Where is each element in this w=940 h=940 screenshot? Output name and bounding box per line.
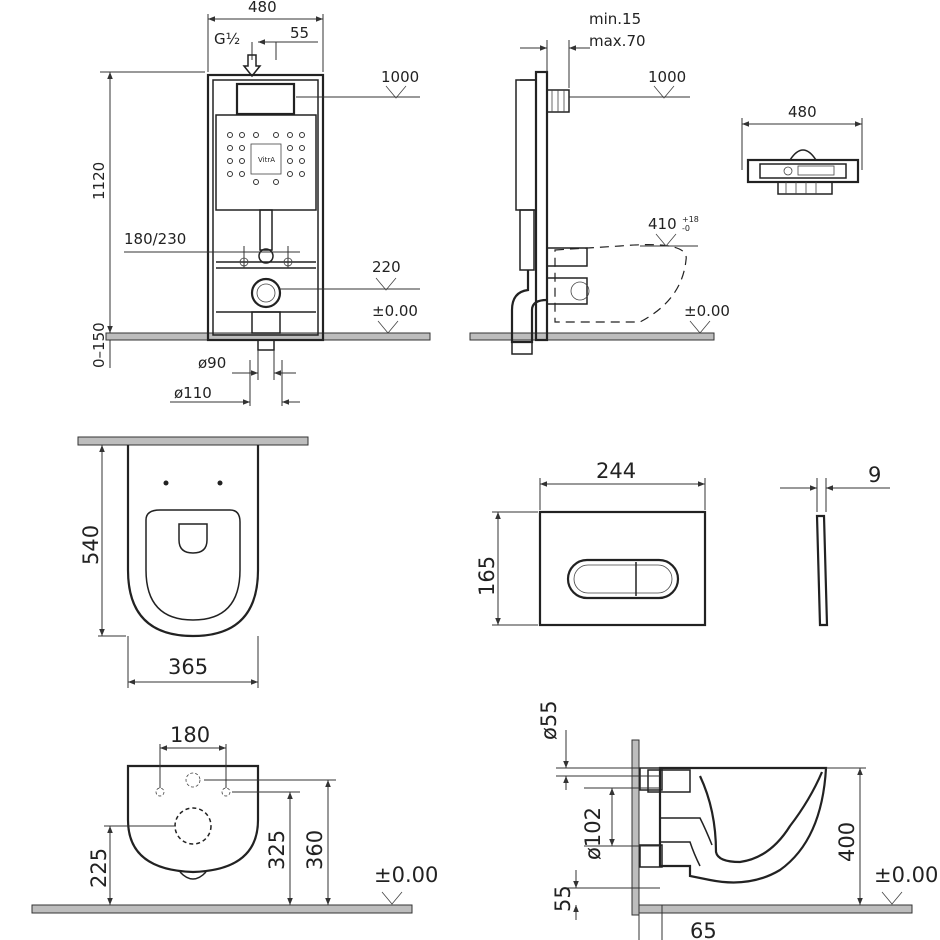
- flush-opening: [235, 82, 296, 116]
- min-label: min.15: [589, 10, 641, 28]
- side-level-top-label: 1000: [648, 68, 686, 86]
- bowl-outline-dashed: [554, 244, 687, 323]
- level-mid-label: 220: [372, 258, 401, 276]
- cistern-side: [515, 79, 537, 211]
- bowl-side-outline: [658, 766, 828, 884]
- pipe-top: [777, 181, 833, 195]
- offset-label: 55: [290, 24, 309, 42]
- floor-slab-bowl: [31, 904, 413, 914]
- bowl-level-sup: +18: [682, 215, 699, 224]
- outlet-connector: [546, 277, 588, 305]
- bowl-width-label: 365: [168, 655, 208, 679]
- flush-plate: [538, 510, 707, 627]
- level-floor-label: ±0.00: [372, 302, 418, 320]
- floor-range-label: 0–150: [90, 322, 108, 368]
- floor-slab-side: [469, 332, 715, 341]
- brand-label: VitrA: [258, 156, 275, 164]
- bowl-front-outline: [126, 764, 260, 874]
- supply-side-pipe: [647, 769, 691, 793]
- height-325-label: 325: [265, 830, 289, 870]
- spacing-label: 180/230: [124, 230, 186, 248]
- bowl-front-floor-label: ±0.00: [374, 863, 438, 887]
- plate-height-label: 165: [475, 556, 499, 596]
- top-width-label: 480: [788, 103, 817, 121]
- flush-pipe: [259, 209, 273, 251]
- frame-side-view: min.15 max.70 1000 410 +18 -0 ±0.00: [469, 10, 730, 355]
- bowl-side-view: ø55 ø102 55 400 65 ±0.00: [537, 700, 938, 940]
- bowl-level-label: 410: [648, 215, 677, 233]
- plate-width-label: 244: [596, 459, 636, 483]
- bowl-outline-top: [126, 445, 260, 638]
- floor-slab-bowl-side: [631, 904, 913, 914]
- height-360-label: 360: [303, 830, 327, 870]
- flush-plate-view: 244 165 9: [475, 459, 890, 627]
- width-65-label: 65: [690, 919, 717, 940]
- cistern-dot-pattern: [227, 132, 305, 185]
- bowl-side-inner: [699, 771, 824, 864]
- frame-height-label: 1120: [90, 162, 108, 200]
- diameter-55-label: ø55: [537, 700, 561, 740]
- thread-label: G½: [214, 30, 240, 48]
- diameter-110-label: ø110: [174, 384, 212, 402]
- bowl-length-label: 540: [79, 525, 103, 565]
- height-225-label: 225: [87, 848, 111, 888]
- plate-depth-label: 9: [868, 463, 881, 487]
- flush-button: [566, 558, 680, 600]
- bowl-front-view: 180 225 325 360 ±0.00: [31, 723, 438, 914]
- bowl-top-view: 540 365: [77, 436, 309, 688]
- wall-section: [631, 739, 640, 916]
- drain-bend: [510, 270, 548, 344]
- max-label: max.70: [589, 32, 646, 50]
- bowl-side-floor-label: ±0.00: [874, 863, 938, 887]
- bowl-drain-top: [178, 523, 208, 554]
- height-400-label: 400: [835, 822, 859, 862]
- height-55-label: 55: [551, 885, 575, 912]
- frame-front-view: VitrA 480 G½ 55 1120 0–150: [90, 0, 431, 406]
- bowl-inner-top: [145, 509, 241, 621]
- side-level-floor-label: ±0.00: [684, 302, 730, 320]
- level-top-label: 1000: [381, 68, 419, 86]
- frame-top-view: 480: [741, 103, 863, 195]
- bowl-front-spacing-label: 180: [170, 723, 210, 747]
- flush-plate-side: [815, 514, 829, 627]
- supply-valve-icon: [258, 248, 274, 264]
- wall-slab-top: [77, 436, 309, 446]
- water-inlet-arrow-icon: [242, 54, 262, 78]
- diameter-102-label: ø102: [581, 807, 605, 860]
- outlet-icon: [250, 277, 282, 309]
- bowl-level-sub: -0: [682, 224, 690, 233]
- supply-connector: [546, 247, 588, 267]
- outlet-front-icon: [174, 807, 212, 845]
- frame-width-label: 480: [248, 0, 277, 16]
- diameter-90-label: ø90: [198, 354, 226, 372]
